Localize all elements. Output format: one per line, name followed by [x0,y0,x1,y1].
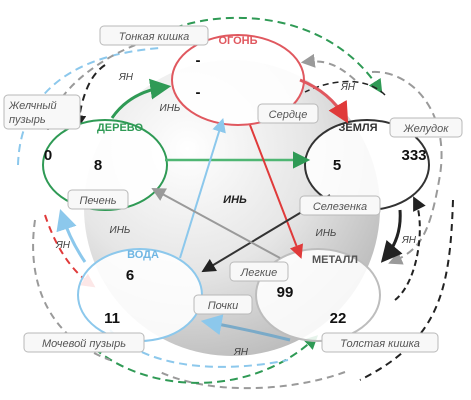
organ-tag-small-intestine: Тонкая кишка [99,25,209,46]
svg-text:Тонкая кишка: Тонкая кишка [119,31,190,43]
organ-tag-large-intestine: Толстая кишка [321,332,439,353]
outer-cycle-gray-dashed-left [32,219,111,361]
yang-topleft-label: ЯН [118,72,134,83]
organ-tag-spleen: Селезенка [299,195,381,216]
svg-text:Мочевой пузырь: Мочевой пузырь [42,338,126,350]
yang-left-label: ЯН [55,240,71,251]
organ-tag-kidneys: Почки [193,294,253,315]
svg-text:Сердце: Сердце [269,109,308,121]
outer-cycle-dark-dashed-earth [304,80,386,96]
arrow-water-to-wood [56,209,87,263]
svg-text:Печень: Печень [79,195,116,207]
water-label: ВОДА [127,249,159,261]
organ-tag-stomach: Желудок [389,117,463,138]
yang-bottom-label: ЯН [233,347,249,358]
svg-text:Почки: Почки [208,300,239,312]
metal-label: МЕТАЛЛ [312,254,358,266]
arrow-fire-to-metal [249,124,304,259]
svg-text:Селезенка: Селезенка [313,201,367,213]
arrow-metal-to-water [200,314,291,342]
water-ring [77,248,203,342]
earth-value-outer: 333 [401,147,426,164]
yang-right-label: ЯН [401,235,417,246]
outer-cycle-dark-dashed-right-small [394,196,426,301]
svg-text:Толстая кишка: Толстая кишка [340,338,420,350]
fire-value-top: - [196,52,201,69]
outer-cycle-dark-dashed-right [359,199,454,381]
fire-ring [171,34,305,126]
yin-fire-label: ИНЬ [160,103,181,114]
earth-label: ЗЕМЛЯ [338,122,377,134]
svg-text:Желудок: Желудок [403,123,450,135]
wood-value-outer: 0 [44,147,52,164]
wood-label: ДЕРЕВО [97,122,144,134]
arrow-wood-to-fire [110,78,172,119]
outer-cycle-blue-dashed-left [17,47,161,166]
organ-tag-heart: Сердце [257,103,319,124]
arrow-fire-to-earth [299,78,349,124]
outer-cycle-gray-dashed-top [300,53,356,81]
yin-spleen-label: ИНЬ [316,228,337,239]
metal-value-inner: 99 [277,284,294,301]
arrow-metal-to-wood [151,187,281,259]
outer-cycle-green-dashed [174,16,383,94]
organ-tag-liver: Печень [67,189,129,210]
outer-cycle-dark-dashed-left [72,64,106,130]
earth-value-inner: 5 [333,157,341,174]
outer-cycle-blue-dashed-bottom [109,329,289,368]
yang-topright-label: ЯН [340,82,356,93]
metal-value-outer: 22 [330,310,347,327]
fire-label: ОГОНЬ [218,35,257,47]
arrow-earth-to-metal [380,209,403,263]
wood-ring [42,119,168,211]
arrow-water-to-fire [179,117,226,259]
yin-liver-label: ИНЬ [110,225,131,236]
water-value-inner: 6 [126,267,134,284]
fire-value-bottom: - [196,84,201,101]
svg-text:Легкие: Легкие [240,267,278,279]
organ-tag-lungs: Легкие [229,261,289,282]
yin-center-label: ИНЬ [223,194,247,206]
outer-cycle-gray-dashed-bottom [159,371,346,390]
water-value-outer: 11 [104,310,120,327]
organ-tag-bladder: Мочевой пузырь [23,332,145,353]
outer-cycle-gray-dashed-right [371,70,443,265]
wood-value-inner: 8 [94,157,102,174]
